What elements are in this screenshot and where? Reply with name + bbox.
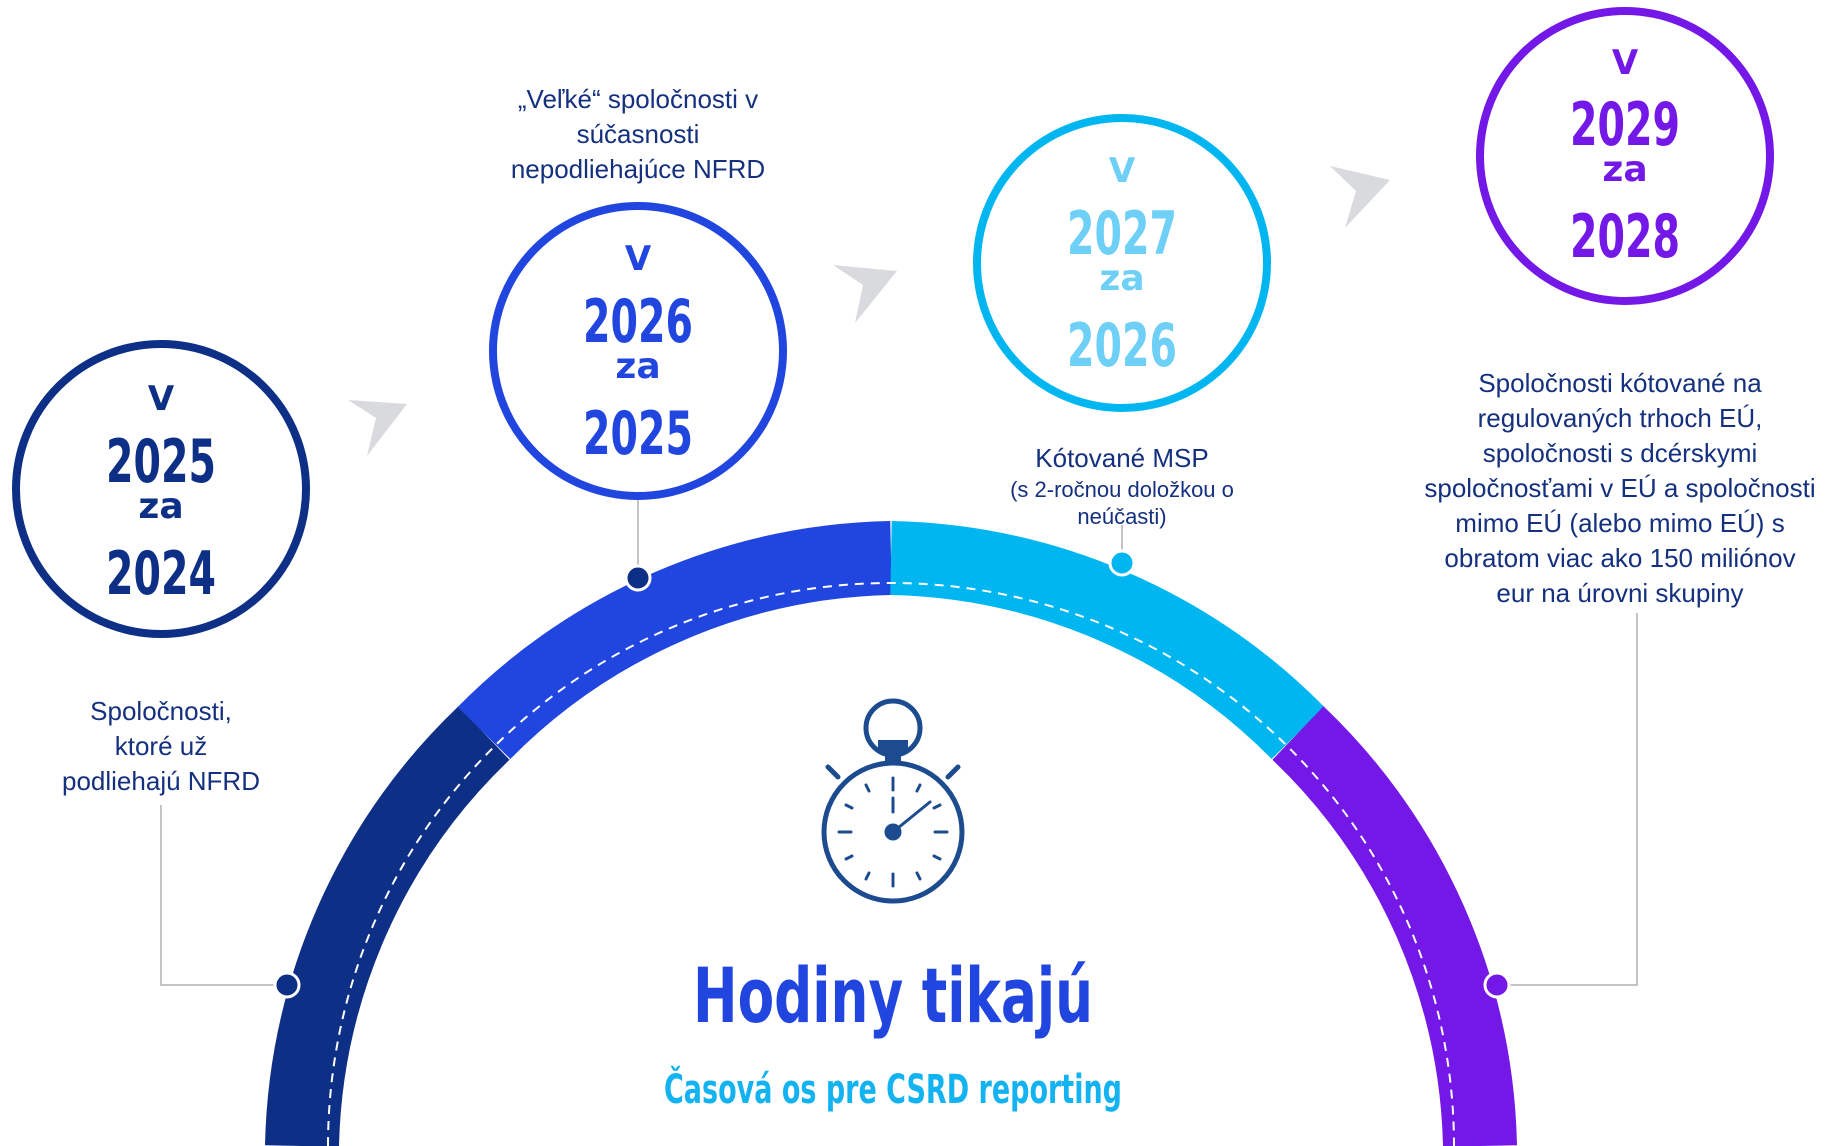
milestone-report-year: 2025 bbox=[583, 399, 693, 469]
milestone-2027: V 2027 za 2026 bbox=[973, 114, 1271, 412]
arc-segment-2026 bbox=[457, 521, 892, 760]
description-line: „Veľké“ spoločnosti v bbox=[517, 84, 759, 114]
milestone-year: 2027 bbox=[1067, 199, 1177, 269]
milestone-year: 2025 bbox=[106, 427, 216, 497]
description-line: regulovaných trhoch EÚ, bbox=[1477, 403, 1763, 433]
description-line: ktoré už bbox=[114, 731, 208, 761]
connector-dot-2026 bbox=[624, 564, 652, 592]
leader-lines bbox=[160, 497, 1638, 986]
timeline-arc bbox=[265, 521, 1517, 1146]
milestone-za-label: za bbox=[138, 486, 183, 527]
milestone-description-2027: Kótované MSP (s 2-ročnou doložkou o neúč… bbox=[972, 441, 1272, 530]
milestone-circle bbox=[489, 202, 787, 500]
description-note: neúčasti) bbox=[1077, 504, 1167, 529]
arc-segment-2027 bbox=[890, 521, 1325, 760]
description-line: eur na úrovni skupiny bbox=[1496, 578, 1744, 608]
milestone-za-label: za bbox=[615, 346, 660, 387]
milestone-description-2025: Spoločnosti, ktoré už podliehajú NFRD bbox=[36, 694, 286, 799]
description-line: Spoločnosti kótované na bbox=[1478, 368, 1762, 398]
description-line: súčasnosti bbox=[576, 119, 700, 149]
description-line: Kótované MSP bbox=[1035, 443, 1209, 473]
description-line: spoločnosťami v EÚ a spoločnosti bbox=[1424, 473, 1816, 503]
stopwatch-icon bbox=[821, 698, 965, 904]
milestone-report-year: 2024 bbox=[106, 539, 216, 609]
milestone-description-2026: „Veľké“ spoločnosti v súčasnosti nepodli… bbox=[463, 82, 813, 187]
milestone-v-label: V bbox=[625, 239, 652, 279]
arrow-icon bbox=[833, 265, 897, 323]
milestone-2025: V 2025 za 2024 bbox=[12, 340, 310, 638]
description-note: (s 2-ročnou doložkou o bbox=[1010, 477, 1234, 502]
arc-segment-2029 bbox=[1272, 706, 1517, 1146]
milestone-2026: V 2026 za 2025 bbox=[489, 202, 787, 500]
milestone-circle bbox=[973, 114, 1271, 412]
milestone-circle bbox=[1476, 7, 1774, 305]
milestone-circle bbox=[12, 340, 310, 638]
milestone-za-label: za bbox=[1099, 258, 1144, 299]
milestone-v-label: V bbox=[1109, 151, 1136, 191]
milestone-v-label: V bbox=[148, 379, 175, 419]
arrow-icon bbox=[1330, 166, 1390, 228]
milestone-za-label: za bbox=[1602, 149, 1647, 190]
connector-dot-2027 bbox=[1108, 549, 1136, 577]
page-title: Hodiny tikajú bbox=[693, 951, 1093, 1040]
direction-arrows bbox=[348, 166, 1390, 456]
leader-line-2025 bbox=[160, 805, 286, 986]
description-line: Spoločnosti, bbox=[90, 696, 232, 726]
milestone-2029: V 2029 za 2028 bbox=[1476, 7, 1774, 305]
description-line: obratom viac ako 150 miliónov bbox=[1444, 543, 1796, 573]
arc-dashed-line bbox=[327, 582, 1455, 1146]
milestone-year: 2026 bbox=[583, 287, 693, 357]
milestone-report-year: 2028 bbox=[1570, 202, 1680, 272]
description-line: podliehajú NFRD bbox=[62, 766, 260, 796]
milestone-report-year: 2026 bbox=[1067, 311, 1177, 381]
description-line: mimo EÚ (alebo mimo EÚ) s bbox=[1455, 508, 1785, 538]
milestone-v-label: V bbox=[1612, 43, 1639, 83]
milestone-description-2029: Spoločnosti kótované na regulovaných trh… bbox=[1400, 366, 1840, 611]
milestone-year: 2029 bbox=[1570, 90, 1680, 160]
description-line: spoločnosti s dcérskymi bbox=[1482, 438, 1758, 468]
page-subtitle: Časová os pre CSRD reporting bbox=[664, 1065, 1122, 1113]
connector-dot-2029 bbox=[1483, 971, 1511, 999]
leader-line-2029 bbox=[1498, 613, 1638, 986]
connector-dot-2025 bbox=[273, 971, 301, 999]
connector-dots bbox=[273, 549, 1511, 999]
arrow-icon bbox=[348, 400, 407, 456]
arc-segment-2025 bbox=[265, 706, 510, 1146]
description-line: nepodliehajúce NFRD bbox=[510, 154, 766, 184]
